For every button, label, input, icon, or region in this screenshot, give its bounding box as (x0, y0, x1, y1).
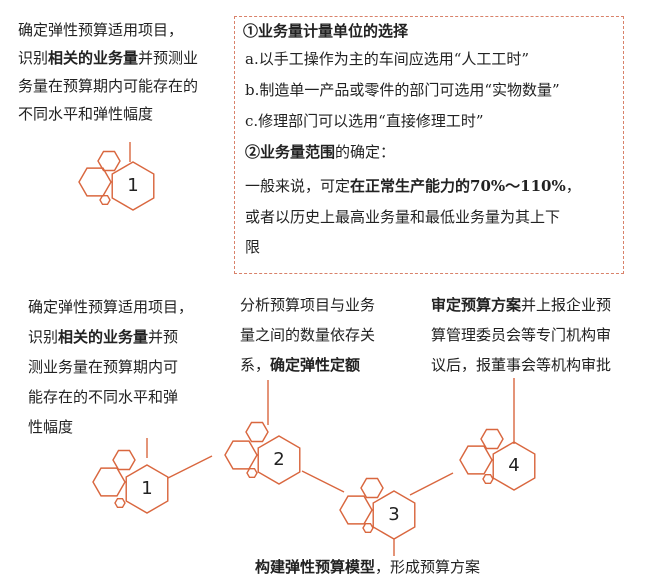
text-line: 确定弹性预算适用项目， (28, 298, 194, 316)
hexagon-cluster-top-1 (79, 142, 154, 210)
text-span: 识别 (18, 49, 49, 67)
text-line: 不同水平和弹性幅度 (18, 105, 154, 123)
top-step-number-1: 1 (127, 175, 139, 196)
box-range-line1: 一般来说，可定在正常生产能力的70%～110%， (245, 174, 581, 198)
box-item-b: b.制造单一产品或零件的部门可选用“实物数量” (245, 81, 560, 99)
text-span: 并上报企业预 (521, 296, 612, 314)
text-line: 审定预算方案并上报企业预 (431, 290, 661, 320)
text-line: 识别相关的业务量并预测业 (18, 44, 228, 72)
step-number-1: 1 (141, 478, 153, 499)
text-span: 识别 (28, 328, 59, 346)
text-line: 性幅度 (28, 418, 74, 436)
box-item-a: a.以手工操作为主的车间应选用“人工工时” (245, 50, 530, 68)
bold-text: 在正常生产能力的70%～110% (350, 177, 566, 195)
text-line: 确定弹性预算适用项目， (18, 21, 184, 39)
flow-step4-text: 审定预算方案并上报企业预 算管理委员会等专门机构审 议后，报董事会等机构审批 (431, 290, 661, 380)
flow-step2-text: 分析预算项目与业务 量之间的数量依存关 系，确定弹性定额 (240, 290, 420, 380)
text-line: 量之间的数量依存关 (240, 326, 376, 344)
text-line: 分析预算项目与业务 (240, 296, 376, 314)
flow-step1-text: 确定弹性预算适用项目， 识别相关的业务量并预 测业务量在预算期内可 能存在的不同… (28, 292, 228, 442)
text-span: 并预 (148, 328, 179, 346)
box-heading-range: ②业务量范围的确定： (245, 140, 395, 164)
text-line: 算管理委员会等专门机构审 (431, 326, 612, 344)
hexagon-cluster-2 (225, 380, 345, 492)
step-number-2: 2 (273, 449, 285, 470)
text-span: 一般来说，可定 (245, 177, 351, 195)
box-range-line2: 或者以历史上最高业务量和最低业务量为其上下 (245, 208, 561, 226)
text-line: 识别相关的业务量并预 (28, 322, 228, 352)
box-range-line3: 限 (245, 238, 261, 256)
detail-box: ①业务量计量单位的选择 a.以手工操作为主的车间应选用“人工工时” b.制造单一… (234, 16, 624, 274)
hexagon-cluster-3 (340, 472, 454, 556)
text-span: 并预测业 (138, 49, 199, 67)
bold-text: 相关的业务量 (58, 328, 149, 346)
box-heading-unit: ①业务量计量单位的选择 (243, 19, 408, 43)
text-line: 能存在的不同水平和弹 (28, 388, 179, 406)
text-line: 务量在预算期内可能存在的 (18, 77, 199, 95)
text-span: ，形成预算方案 (375, 558, 481, 576)
bold-text: 相关的业务量 (48, 49, 139, 67)
top-step1-text: 确定弹性预算适用项目， 识别相关的业务量并预测业 务量在预算期内可能存在的 不同… (18, 16, 228, 128)
hexagon-cluster-4 (460, 378, 535, 490)
text-line: 议后，报董事会等机构审批 (431, 356, 612, 374)
box-item-c: c.修理部门可以选用“直接修理工时” (245, 112, 484, 130)
bold-text: ②业务量范围 (245, 143, 336, 161)
text-span: ， (565, 177, 581, 195)
hexagon-cluster-1 (93, 438, 213, 513)
text-line: 测业务量在预算期内可 (28, 358, 179, 376)
flow-step3-text: 构建弹性预算模型，形成预算方案 (255, 553, 555, 581)
step-number-4: 4 (508, 455, 520, 476)
text-span: 系， (240, 356, 271, 374)
bold-text: 确定弹性定额 (270, 356, 361, 374)
bold-text: 审定预算方案 (431, 296, 522, 314)
text-span: 的确定： (335, 143, 396, 161)
bold-text: ①业务量计量单位的选择 (243, 22, 409, 40)
bold-text: 构建弹性预算模型 (255, 558, 376, 576)
step-number-3: 3 (388, 504, 400, 525)
text-line: 系，确定弹性定额 (240, 350, 420, 380)
